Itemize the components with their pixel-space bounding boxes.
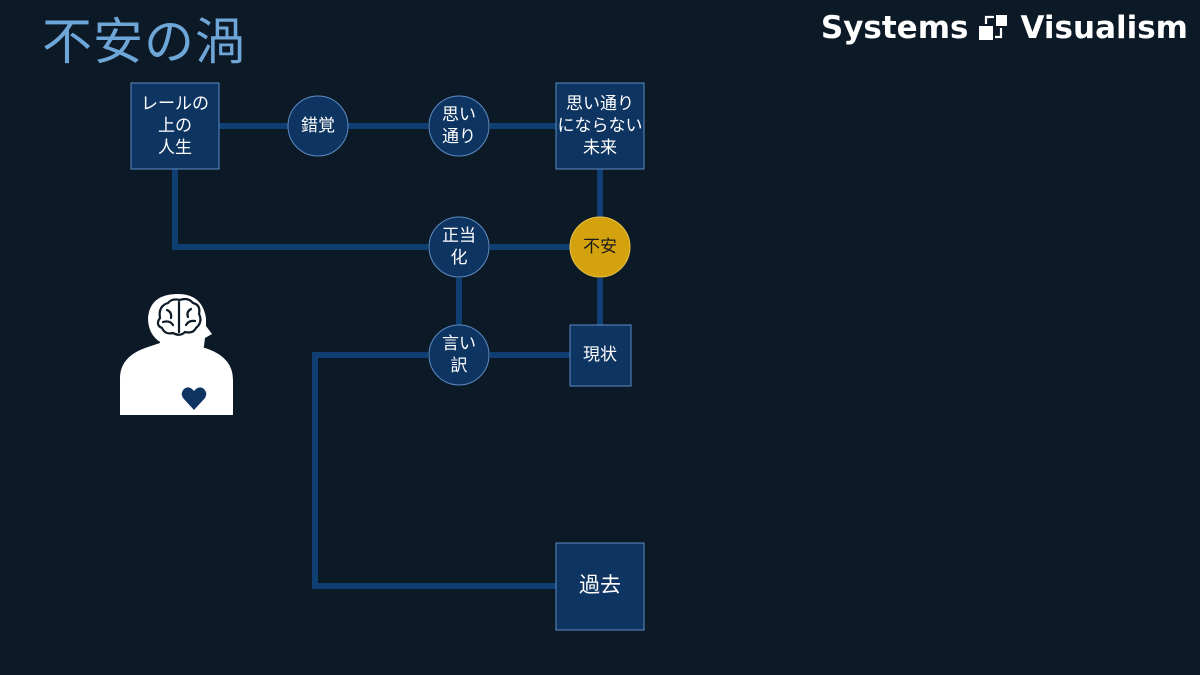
node-as-expected: 思い通り (428, 95, 490, 157)
brand-left-word: Systems (820, 10, 969, 46)
node-past-label: 過去 (579, 573, 621, 597)
node-anxiety: 不安 (569, 216, 631, 278)
brand-right-word: Visualism (1020, 10, 1188, 46)
node-past: 過去 (555, 542, 645, 631)
node-anxiety-label: 不安 (583, 237, 617, 257)
connectors (172, 123, 603, 589)
node-unexpected-future-label: 思い通りにならない未来 (558, 94, 643, 158)
node-justify: 正当化 (428, 216, 490, 278)
person-with-brain-and-heart-icon (120, 294, 233, 415)
heart-icon (181, 387, 207, 410)
node-excuse: 言い訳 (428, 324, 490, 386)
node-excuse-label: 言い訳 (442, 334, 476, 376)
node-rail-life-label: レールの上の人生 (141, 94, 209, 158)
node-unexpected-future: 思い通りにならない未来 (555, 82, 645, 170)
systems-visualism-logo-icon (979, 15, 1008, 40)
connector-rail-justify (172, 169, 428, 250)
page-title: 不安の渦 (42, 13, 246, 71)
node-as-expected-label: 思い通り (442, 105, 476, 147)
node-justify-label: 正当化 (442, 226, 476, 268)
node-present-label: 現状 (583, 345, 617, 365)
connector-excuse-past (312, 352, 556, 589)
node-illusion-label: 錯覚 (301, 116, 335, 136)
node-rail-life: レールの上の人生 (130, 82, 220, 170)
brand-logo: Systems Visualism (821, 8, 1188, 48)
node-illusion: 錯覚 (287, 95, 349, 157)
node-present: 現状 (569, 324, 632, 387)
